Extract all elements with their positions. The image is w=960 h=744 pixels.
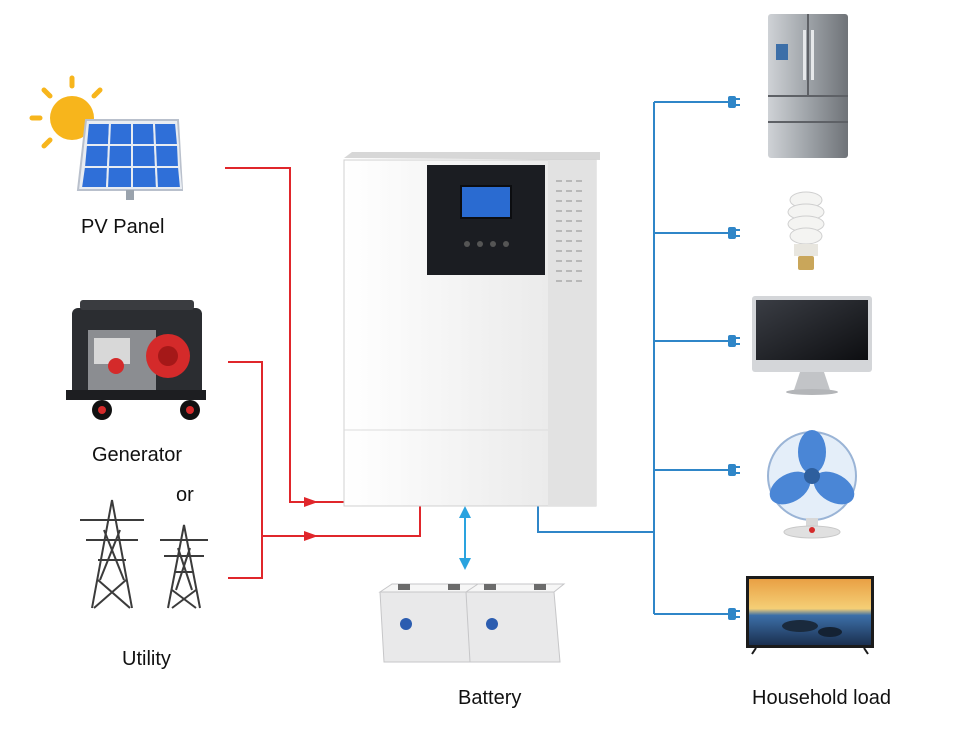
plug-icon: [728, 608, 740, 620]
arrow-generator: [304, 531, 318, 541]
battery-icon: [378, 583, 480, 663]
pv-panel-label: PV Panel: [81, 216, 165, 238]
light-bulb-icon: [787, 191, 825, 270]
inverter-icon: [343, 152, 600, 507]
household-load-label: Household load: [752, 687, 891, 709]
solar-panel-icon: [76, 119, 184, 200]
plug-icon: [728, 227, 740, 239]
arrow-pv: [304, 497, 318, 507]
television-icon: [746, 576, 874, 655]
or-label: or: [176, 484, 194, 506]
generator-icon: [66, 300, 206, 420]
battery-icon: [464, 583, 566, 663]
utility-line: [228, 536, 263, 579]
plug-icon: [728, 96, 740, 108]
sun-icon: [29, 75, 103, 149]
power-tower-icon: [160, 524, 208, 609]
plug-icons: [728, 96, 740, 620]
battery-link: [459, 506, 471, 570]
output-wiring: [537, 101, 728, 615]
monitor-icon: [752, 296, 872, 395]
generator-label: Generator: [92, 444, 183, 466]
fan-icon: [767, 430, 857, 539]
power-tower-icon: [80, 499, 144, 609]
utility-label: Utility: [122, 648, 171, 670]
plug-icon: [728, 335, 740, 347]
plug-icon: [728, 464, 740, 476]
battery-label: Battery: [458, 687, 522, 709]
input-arrows: [304, 497, 318, 541]
refrigerator-icon: [768, 14, 848, 158]
